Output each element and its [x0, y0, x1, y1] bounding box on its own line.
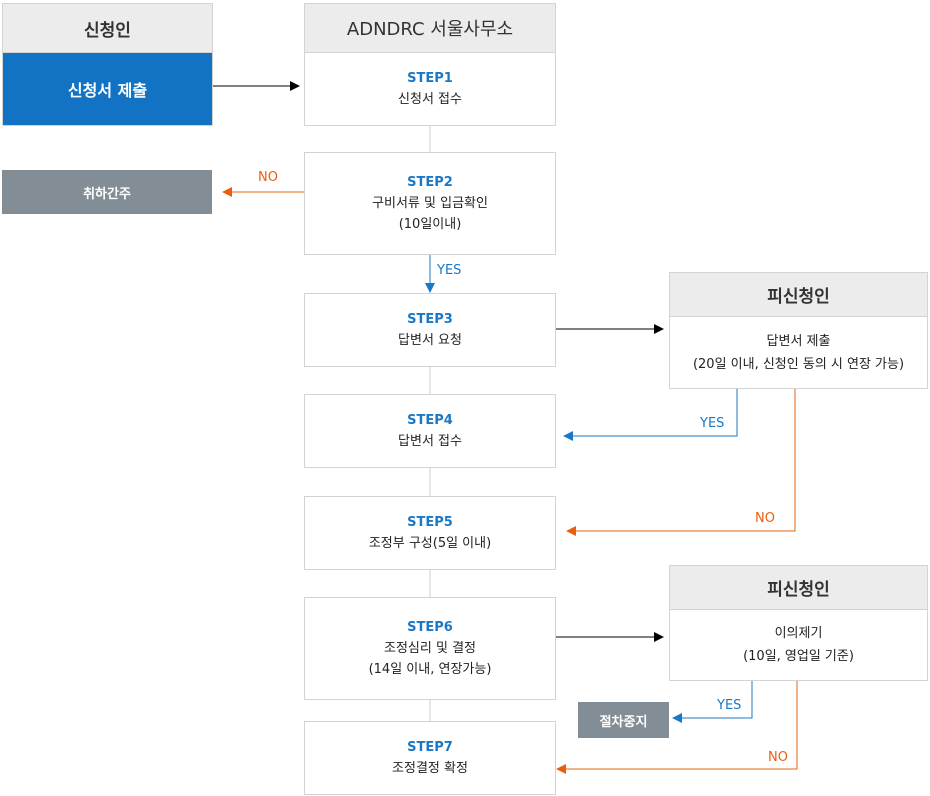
arrow-resp2-yes [672, 680, 753, 723]
step-text: 구비서류 및 입금확인 [372, 196, 488, 211]
applicant-header: 신청인 [2, 3, 213, 53]
arrow-resp1-no [566, 388, 796, 536]
step6-box: STEP6 조정심리 및 결정 (14일 이내, 연장가능) [304, 597, 556, 700]
yes-label: YES [717, 698, 742, 713]
respondent-text: 이의제기 [774, 626, 823, 641]
step-text: 조정심리 및 결정 [384, 641, 476, 656]
no-label: NO [258, 170, 278, 185]
respondent2-header: 피신청인 [669, 565, 928, 610]
step5-box: STEP5 조정부 구성(5일 이내) [304, 496, 556, 570]
step4-box: STEP4 답변서 접수 [304, 394, 556, 468]
office-header: ADNDRC 서울사무소 [304, 3, 556, 53]
step-label: STEP4 [407, 413, 453, 428]
step7-box: STEP7 조정결정 확정 [304, 721, 556, 795]
step3-box: STEP3 답변서 요청 [304, 293, 556, 367]
step1-box: STEP1 신청서 접수 [304, 52, 556, 126]
step-label: STEP1 [407, 71, 453, 86]
respondent-text: (10일, 영업일 기준) [743, 649, 854, 664]
respondent2-box: 이의제기 (10일, 영업일 기준) [669, 609, 928, 681]
step-text: 답변서 접수 [398, 434, 462, 449]
step-label: STEP7 [407, 740, 453, 755]
step-text: 조정결정 확정 [392, 761, 468, 776]
respondent-text: (20일 이내, 신청인 동의 시 연장 가능) [692, 356, 905, 372]
step-text: 신청서 접수 [398, 92, 462, 107]
step-text: 조정부 구성(5일 이내) [368, 536, 492, 551]
step-label: STEP5 [407, 515, 453, 530]
step2-box: STEP2 구비서류 및 입금확인 (10일이내) [304, 152, 556, 255]
respondent-text: 답변서 제출 [766, 333, 831, 349]
submit-application: 신청서 제출 [2, 52, 213, 126]
step-label: STEP6 [407, 620, 453, 635]
respondent1-box: 답변서 제출 (20일 이내, 신청인 동의 시 연장 가능) [669, 316, 928, 389]
yes-label: YES [700, 416, 725, 431]
step-label: STEP3 [407, 312, 453, 327]
respondent1-header: 피신청인 [669, 272, 928, 317]
procedure-stop-box: 절차중지 [578, 702, 669, 738]
yes-label: YES [437, 263, 462, 278]
step-label: STEP2 [407, 175, 453, 190]
step-text: 답변서 요청 [398, 333, 462, 348]
no-label: NO [768, 750, 788, 765]
arrow-resp1-yes [563, 388, 738, 441]
no-label: NO [755, 511, 775, 526]
step-text: (10일이내) [398, 217, 462, 232]
withdrawn-box: 취하간주 [2, 170, 212, 214]
arrow-resp2-no [556, 680, 798, 774]
step-text: (14일 이내, 연장가능) [368, 662, 492, 677]
